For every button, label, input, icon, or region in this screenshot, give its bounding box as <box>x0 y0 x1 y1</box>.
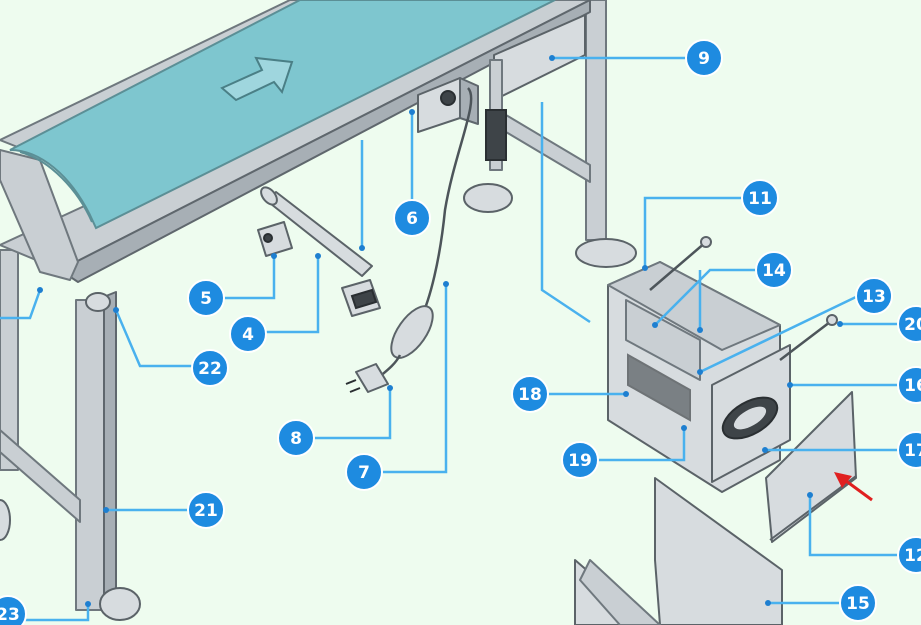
conveyor-belt <box>9 0 556 230</box>
callout-9: 9 <box>685 39 723 77</box>
callout-12: 12 <box>897 536 921 574</box>
part-shaft <box>649 236 838 361</box>
callout-14: 14 <box>755 251 793 289</box>
callout-19: 19 <box>561 441 599 479</box>
svg-text:14: 14 <box>762 261 786 281</box>
svg-text:18: 18 <box>518 385 542 405</box>
svg-text:13: 13 <box>862 287 886 307</box>
part-control-box <box>417 77 479 133</box>
part-roller <box>260 186 373 277</box>
callout-13: 13 <box>855 277 893 315</box>
svg-text:23: 23 <box>0 605 20 625</box>
callout-6: 6 <box>393 199 431 237</box>
callout-22: 22 <box>191 349 229 387</box>
part-leg-connector <box>85 292 111 312</box>
part-end-bracket <box>341 279 381 317</box>
svg-text:15: 15 <box>846 594 870 614</box>
svg-text:4: 4 <box>242 325 254 345</box>
callout-18: 18 <box>511 375 549 413</box>
callout-16: 16 <box>897 366 921 404</box>
callout-17: 17 <box>897 431 921 469</box>
svg-text:5: 5 <box>200 289 212 309</box>
part-plug <box>345 363 389 393</box>
svg-text:16: 16 <box>904 376 921 396</box>
callout-20: 20 <box>897 305 921 343</box>
callout-23: 23 <box>0 595 27 625</box>
svg-text:6: 6 <box>406 209 418 229</box>
part-drive-cover <box>574 477 783 625</box>
part-power-cable <box>377 87 473 379</box>
svg-text:7: 7 <box>358 463 370 483</box>
part-roller-bracket <box>257 221 293 257</box>
drive-unit-plate <box>711 344 791 483</box>
callout-4: 4 <box>229 315 267 353</box>
callout-7: 7 <box>345 453 383 491</box>
callout-11: 11 <box>741 179 779 217</box>
svg-text:22: 22 <box>198 359 222 379</box>
svg-text:8: 8 <box>290 429 302 449</box>
insert-direction-arrow <box>834 472 873 502</box>
svg-text:9: 9 <box>698 49 710 69</box>
svg-text:20: 20 <box>904 315 921 335</box>
svg-text:12: 12 <box>904 546 921 566</box>
part-sensor-mount <box>463 59 513 213</box>
svg-text:21: 21 <box>194 501 218 521</box>
belt-direction-arrow <box>220 56 294 102</box>
callout-5: 5 <box>187 279 225 317</box>
callout-15: 15 <box>839 584 877 622</box>
svg-text:11: 11 <box>748 189 772 209</box>
svg-text:17: 17 <box>904 441 921 461</box>
svg-text:19: 19 <box>568 451 592 471</box>
callout-21: 21 <box>187 491 225 529</box>
callout-8: 8 <box>277 419 315 457</box>
